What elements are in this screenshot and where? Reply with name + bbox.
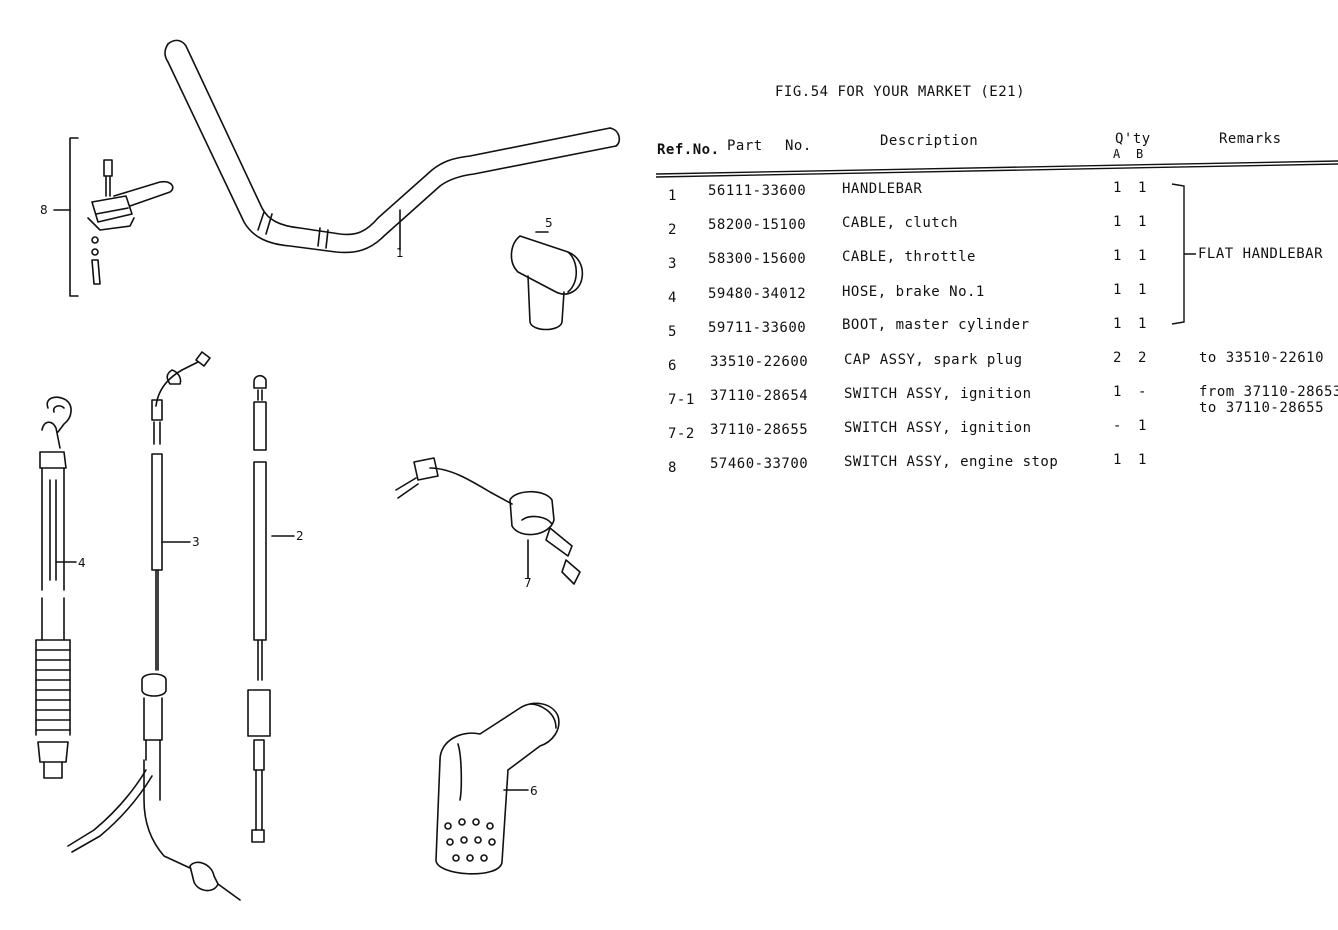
header-ref-no: Ref.No.	[657, 142, 720, 158]
row-5-qty-a: 1	[1113, 316, 1122, 332]
brake-hose-drawing	[35, 396, 72, 779]
header-qty-a: A	[1113, 147, 1121, 161]
row-1-qty-a: 1	[1113, 180, 1122, 196]
row-6-qty-a: 2	[1113, 350, 1122, 366]
figure-title: FIG.54 FOR YOUR MARKET (E21)	[775, 84, 1026, 100]
handlebar-drawing	[164, 39, 621, 254]
callout-4: 4	[78, 556, 86, 570]
header-qty-b: B	[1136, 147, 1144, 161]
row-8-ref: 8	[668, 460, 677, 476]
row-5-qty-b: 1	[1138, 316, 1147, 332]
row-3-ref: 3	[668, 256, 677, 272]
header-remarks: Remarks	[1219, 131, 1282, 147]
spark-plug-cap-drawing	[435, 702, 560, 875]
row-7-2-desc: SWITCH ASSY, ignition	[844, 420, 1032, 436]
row-3-desc: CABLE, throttle	[842, 249, 976, 265]
row-3-qty-b: 1	[1138, 248, 1147, 264]
header-no: No.	[785, 138, 812, 154]
header-qty: Q'ty	[1115, 131, 1151, 147]
row-1-part: 56111-33600	[708, 183, 807, 199]
row-7-1-qty-a: 1	[1113, 384, 1122, 400]
row-7-2-part: 37110-28655	[710, 422, 809, 438]
row-3-part: 58300-15600	[708, 251, 807, 267]
callout-5: 5	[545, 216, 553, 230]
row-2-desc: CABLE, clutch	[842, 215, 959, 231]
row-6-desc: CAP ASSY, spark plug	[844, 352, 1023, 368]
callout-3: 3	[192, 535, 200, 549]
row-7-2-qty-a: -	[1113, 418, 1122, 434]
row-6-qty-b: 2	[1138, 350, 1147, 366]
row-2-ref: 2	[668, 222, 677, 238]
engine-stop-switch-drawing	[69, 137, 174, 297]
ignition-switch-drawing	[395, 457, 581, 585]
row-5-part: 59711-33600	[708, 320, 807, 336]
row-2-qty-b: 1	[1138, 214, 1147, 230]
callout-1: 1	[396, 246, 404, 260]
row-4-desc: HOSE, brake No.1	[842, 284, 985, 300]
row-4-part: 59480-34012	[708, 286, 807, 302]
group-bracket	[1171, 183, 1196, 325]
row-7-1-ref: 7-1	[668, 392, 695, 408]
callout-2: 2	[296, 529, 304, 543]
row-5-ref: 5	[668, 324, 677, 340]
row-4-qty-b: 1	[1138, 282, 1147, 298]
row-7-1-part: 37110-28654	[710, 388, 809, 404]
row-5-desc: BOOT, master cylinder	[842, 317, 1030, 333]
row-8-qty-b: 1	[1138, 452, 1147, 468]
row-3-qty-a: 1	[1113, 248, 1122, 264]
clutch-cable-drawing	[247, 374, 271, 843]
row-7-2-ref: 7-2	[668, 426, 695, 442]
row-7-1-remark-extra: to 37110-28655	[1199, 400, 1325, 416]
row-1-desc: HANDLEBAR	[842, 181, 923, 197]
row-7-1-desc: SWITCH ASSY, ignition	[844, 386, 1032, 402]
row-7-1-qty-b: -	[1138, 384, 1147, 400]
row-1-ref: 1	[668, 188, 677, 204]
header-description: Description	[880, 133, 979, 149]
row-8-qty-a: 1	[1113, 452, 1122, 468]
row-8-part: 57460-33700	[710, 456, 809, 472]
callout-8: 8	[40, 203, 48, 217]
row-4-ref: 4	[668, 290, 677, 306]
row-6-part: 33510-22600	[710, 354, 809, 370]
callout-6: 6	[530, 784, 538, 798]
row-7-1-remark: from 37110-28653	[1199, 384, 1338, 400]
row-6-ref: 6	[668, 358, 677, 374]
row-1-qty-b: 1	[1138, 180, 1147, 196]
header-rule	[655, 160, 1338, 178]
row-8-desc: SWITCH ASSY, engine stop	[844, 454, 1059, 470]
group-remark: FLAT HANDLEBAR	[1198, 246, 1324, 262]
boot-drawing	[510, 235, 584, 331]
callout-7: 7	[524, 576, 532, 590]
header-part: Part	[727, 138, 763, 154]
row-2-qty-a: 1	[1113, 214, 1122, 230]
row-6-remark: to 33510-22610	[1199, 350, 1325, 366]
throttle-cable-drawing	[67, 351, 241, 901]
row-4-qty-a: 1	[1113, 282, 1122, 298]
row-7-2-qty-b: 1	[1138, 418, 1147, 434]
parts-illustration	[35, 39, 621, 901]
row-2-part: 58200-15100	[708, 217, 807, 233]
